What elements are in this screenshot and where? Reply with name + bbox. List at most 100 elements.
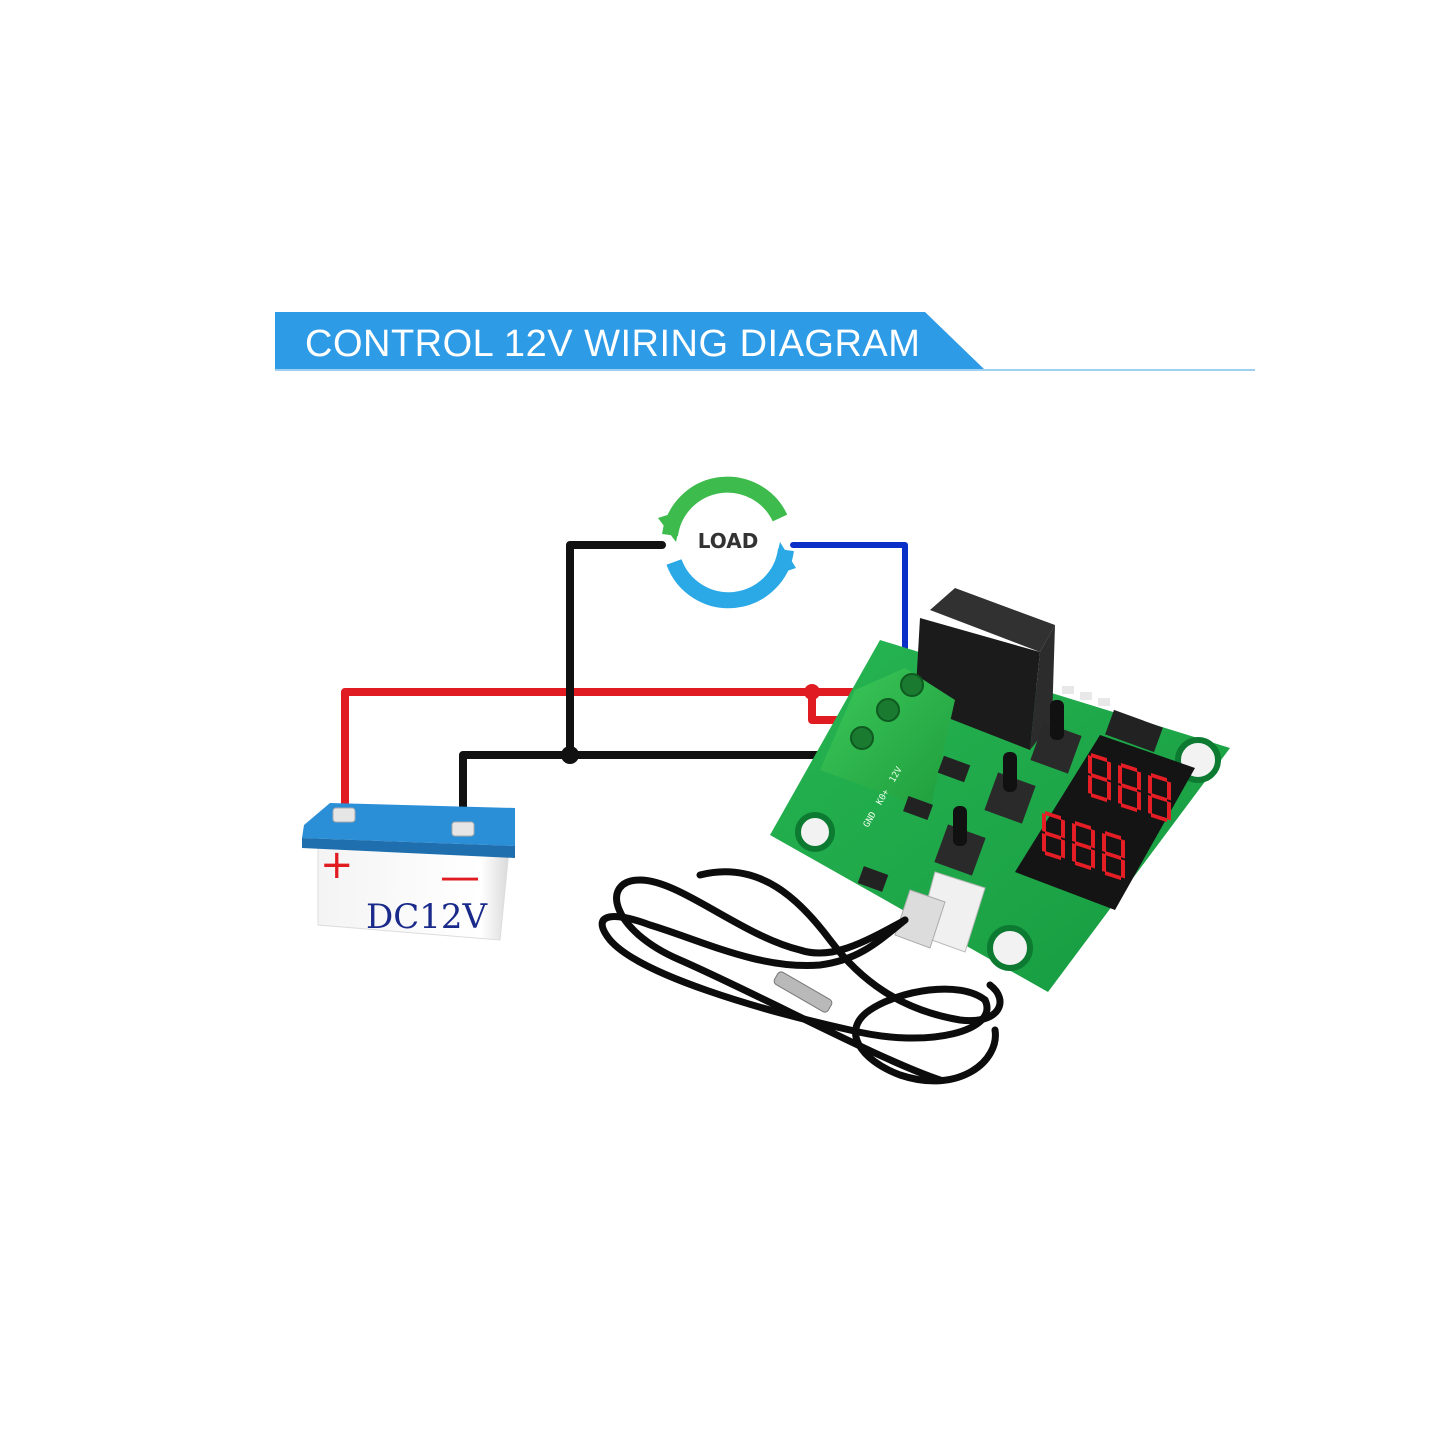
digit-segment [1167, 781, 1171, 801]
digit-segment [1091, 792, 1107, 803]
seven-segment-digit [1148, 772, 1171, 823]
probe-connector [894, 871, 986, 953]
mounting-hole [987, 925, 1033, 971]
seven-segment-digit [1072, 820, 1095, 871]
terminal-block [820, 668, 955, 810]
digit-segment [1091, 849, 1095, 869]
load-icon: LOAD [658, 476, 796, 609]
digit-segment [1107, 761, 1111, 781]
digit-segment [1121, 802, 1137, 813]
display-digits [1042, 752, 1171, 881]
digit-segment [1091, 772, 1107, 783]
digit-segment [1091, 752, 1107, 763]
probe-sensor-tip [773, 971, 833, 1013]
smd-part [857, 866, 889, 892]
probe-cable-loop-3 [852, 985, 999, 1085]
negative-wire [459, 751, 849, 834]
digit-segment [1151, 772, 1167, 783]
terminal-screw-1 [900, 673, 924, 697]
terminal-screw-3 [850, 726, 874, 750]
digit-segment [1151, 812, 1167, 823]
mounting-hole [795, 812, 835, 852]
probe-cable-loop-4 [696, 868, 1004, 1025]
digit-segment [1088, 775, 1092, 795]
negative-junction [561, 746, 579, 764]
terminal-screw-2 [876, 698, 900, 722]
probe-cable-loop-2 [598, 913, 991, 1042]
load-icon-bg [670, 482, 786, 598]
probe-cable [598, 868, 1004, 1085]
battery-negative-terminal [451, 821, 475, 837]
relay-side [1030, 625, 1055, 750]
digit-segment [1091, 829, 1095, 849]
battery-positive-symbol: + [320, 842, 354, 888]
load-arrow-blue-head [772, 542, 796, 576]
digit-segment [1102, 853, 1106, 873]
digit-segment [1061, 819, 1065, 839]
digit-segment [1148, 775, 1152, 795]
smd-components [857, 686, 1163, 892]
positive-junction [804, 684, 820, 700]
terminal-body [820, 668, 955, 810]
banner-title: CONTROL 12V WIRING DIAGRAM [305, 323, 920, 365]
digit-segment [1137, 791, 1141, 811]
seven-segment-digit [1088, 752, 1111, 803]
digit-segment [1121, 859, 1125, 879]
digit-segment [1107, 781, 1111, 801]
digit-segment [1045, 810, 1061, 821]
load-label: LOAD [698, 529, 759, 553]
digit-segment [1137, 771, 1141, 791]
digit-segment [1118, 785, 1122, 805]
digit-segment [1121, 839, 1125, 859]
digit-segment [1121, 782, 1137, 793]
positive-wire [341, 688, 884, 819]
battery-negative-symbol: — [440, 854, 480, 900]
relay-top [930, 588, 1055, 652]
banner-shape [275, 312, 985, 370]
load-return-wire [790, 542, 908, 683]
smd-led [1080, 692, 1092, 700]
button-up [1030, 700, 1082, 774]
button-set [934, 806, 986, 876]
battery-positive-terminal [332, 807, 356, 823]
battery-label: DC12V [366, 897, 489, 937]
digit-segment [1105, 830, 1121, 841]
digit-segment [1088, 755, 1092, 775]
button-down [984, 752, 1036, 824]
led-display [1015, 735, 1195, 910]
seven-segment-digit [1102, 830, 1125, 881]
smd-part [903, 796, 933, 820]
digit-segment [1072, 823, 1076, 843]
smd-part [937, 755, 971, 783]
buttons [934, 700, 1082, 876]
digit-segment [1118, 765, 1122, 785]
digit-segment [1148, 795, 1152, 815]
digit-segment [1151, 792, 1167, 803]
digit-segment [1167, 801, 1171, 821]
digit-segment [1075, 840, 1091, 851]
digit-segment [1075, 820, 1091, 831]
digit-segment [1061, 839, 1065, 859]
chip-ic [1105, 709, 1163, 753]
battery: + — DC12V [302, 803, 515, 941]
digit-segment [1045, 850, 1061, 861]
digit-segment [1121, 762, 1137, 773]
thermostat-module: GND K0+ 12V [770, 588, 1230, 992]
smd-led [1098, 698, 1110, 706]
title-banner: CONTROL 12V WIRING DIAGRAM [275, 312, 1255, 371]
digit-segment [1105, 870, 1121, 881]
negative-to-load-wire [566, 541, 666, 759]
digit-segment [1102, 833, 1106, 853]
digit-segment [1105, 850, 1121, 861]
seven-segment-digit [1042, 810, 1065, 861]
digit-segment [1045, 830, 1061, 841]
battery-top-shade [302, 838, 515, 858]
digit-segment [1075, 860, 1091, 871]
smd-led [1062, 686, 1074, 694]
load-arrow-green-head [658, 510, 683, 542]
seven-segment-digit [1118, 762, 1141, 813]
digit-segment [1042, 833, 1046, 853]
digit-segment [1072, 843, 1076, 863]
digit-segment [1042, 813, 1046, 833]
